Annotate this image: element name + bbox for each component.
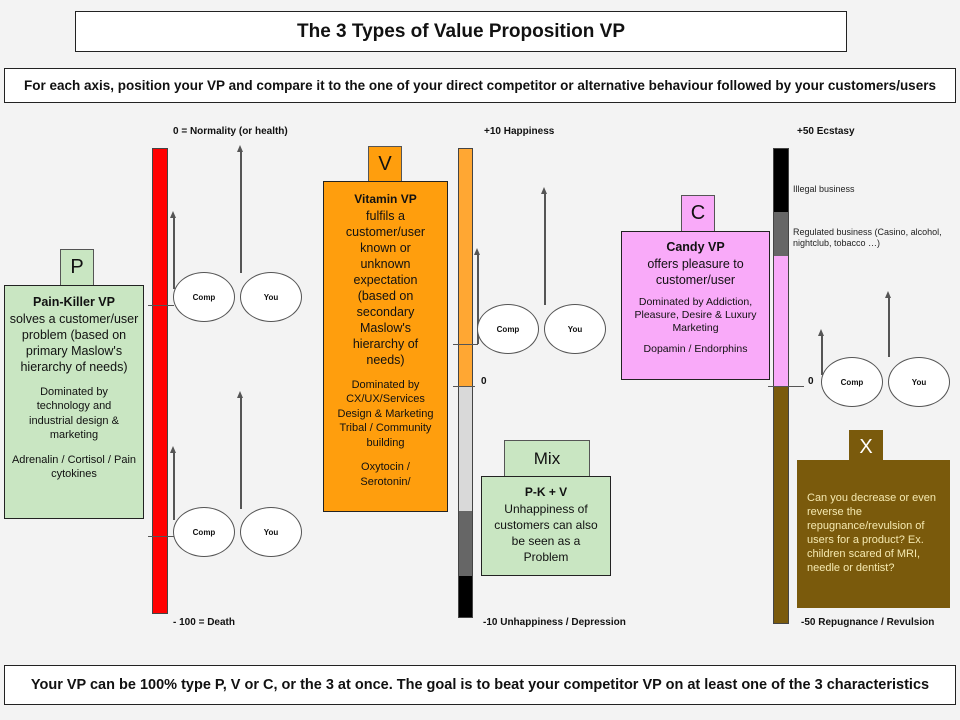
vitamin-comp-marker[interactable]: Comp: [477, 304, 539, 354]
vitamin-tab: V: [368, 146, 402, 183]
vitamin-axis-top-label: +10 Happiness: [484, 126, 555, 137]
pain-upper-you-arrow[interactable]: [237, 145, 243, 273]
vitamin-card-desc: fulfils a customer/user known or unknown…: [345, 208, 426, 367]
vitamin-card-hormones: Oxytocin / Serotonin/: [360, 461, 411, 488]
footer-note: Your VP can be 100% type P, V or C, or t…: [4, 665, 956, 705]
candy-card-hormones: Dopamin / Endorphins: [643, 342, 748, 355]
pain-killer-card: Pain-Killer VP solves a customer/user pr…: [4, 285, 144, 519]
candy-comp-marker[interactable]: Comp: [821, 357, 883, 407]
candy-axis-top-label: +50 Ecstasy: [797, 126, 855, 137]
candy-zero-tick: [768, 386, 804, 387]
vitamin-you-arrow[interactable]: [541, 187, 547, 305]
candy-axis-pleasure-segment: [773, 256, 789, 387]
vitamin-axis-bottom-label: -10 Unhappiness / Depression: [483, 617, 626, 628]
pain-lower-tick: [148, 536, 174, 537]
mix-card-title: P-K + V: [524, 485, 568, 499]
vitamin-card-dominated: Dominated by CX/UX/Services Design & Mar…: [337, 378, 434, 449]
vitamin-axis-depression-segment: [458, 576, 473, 618]
vitamin-axis-mild-negative-segment: [458, 387, 473, 511]
vitamin-zero-label: 0: [481, 376, 487, 387]
pain-upper-comp-arrow[interactable]: [170, 211, 176, 289]
pain-card-hormones: Adrenalin / Cortisol / Pain cytokines: [11, 453, 137, 481]
candy-card-desc: offers pleasure to customer/user: [647, 256, 744, 287]
vitamin-zero-tick: [453, 386, 475, 387]
mix-card: P-K + V Unhappiness of customers can als…: [481, 476, 611, 576]
vitamin-card-title: Vitamin VP: [354, 192, 417, 206]
pain-tab: P: [60, 249, 94, 286]
mix-card-desc: Unhappiness of customers can also be see…: [494, 501, 598, 564]
candy-comp-arrow[interactable]: [818, 329, 824, 375]
pain-upper-comp-marker[interactable]: Comp: [173, 272, 235, 322]
candy-zone-regulated-label-2: nightclub, tobacco …): [793, 238, 881, 248]
pain-lower-you-arrow[interactable]: [237, 391, 243, 509]
candy-tab: C: [681, 195, 715, 232]
vitamin-axis-negative-segment: [458, 511, 473, 576]
candy-you-marker[interactable]: You: [888, 357, 950, 407]
pain-upper-tick: [148, 305, 174, 306]
candy-axis-repugnance-segment: [773, 387, 789, 624]
page-title: The 3 Types of Value Proposition VP: [75, 11, 847, 52]
pain-card-dominated: Dominated by technology and industrial d…: [29, 385, 119, 442]
candy-axis-bottom-label: -50 Repugnance / Revulsion: [801, 617, 935, 628]
pain-card-title: Pain-Killer VP: [33, 295, 115, 309]
pain-lower-comp-marker[interactable]: Comp: [173, 507, 235, 557]
candy-zero-label: 0: [808, 376, 814, 387]
pain-lower-comp-arrow[interactable]: [170, 446, 176, 520]
candy-you-arrow[interactable]: [885, 291, 891, 357]
candy-axis-regulated-segment: [773, 212, 789, 256]
pain-card-desc: solves a customer/user problem (based on…: [9, 311, 139, 374]
pain-axis-top-label: 0 = Normality (or health): [173, 126, 288, 137]
vitamin-you-marker[interactable]: You: [544, 304, 606, 354]
pain-axis-bar: [152, 148, 168, 614]
pain-upper-you-marker[interactable]: You: [240, 272, 302, 322]
repugnance-card: Can you decrease or even reverse the rep…: [797, 460, 950, 608]
candy-zone-illegal-label: Illegal business: [793, 184, 855, 194]
mix-tab: Mix: [504, 440, 590, 477]
candy-card-dominated: Dominated by Addiction, Pleasure, Desire…: [634, 295, 757, 334]
pain-lower-you-marker[interactable]: You: [240, 507, 302, 557]
vitamin-comp-arrow[interactable]: [474, 248, 480, 344]
pain-axis-bottom-label: - 100 = Death: [173, 617, 235, 628]
vitamin-axis-positive-segment: [458, 148, 473, 387]
repugnance-card-desc: Can you decrease or even reverse the rep…: [807, 492, 937, 574]
candy-card: Candy VP offers pleasure to customer/use…: [621, 231, 770, 380]
instructions-banner: For each axis, position your VP and comp…: [4, 68, 956, 103]
candy-zone-regulated-label-1: Regulated business (Casino, alcohol,: [793, 227, 942, 237]
vitamin-card: Vitamin VP fulfils a customer/user known…: [323, 181, 448, 512]
repugnance-tab: X: [849, 430, 883, 465]
candy-axis-illegal-segment: [773, 148, 789, 212]
candy-card-title: Candy VP: [666, 240, 725, 254]
vitamin-compare-tick: [453, 344, 478, 345]
